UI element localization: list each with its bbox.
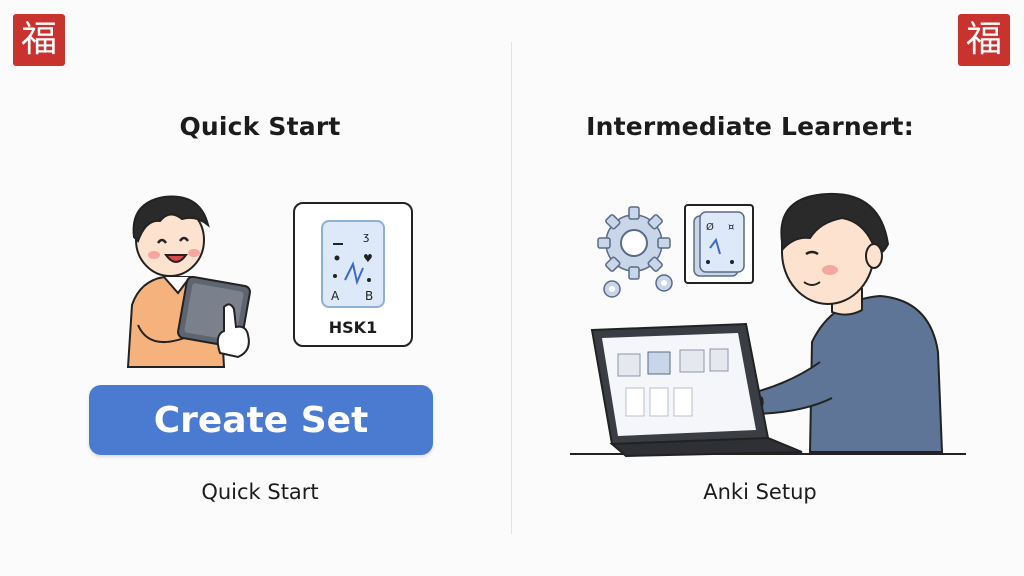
anki-setup-caption: Anki Setup [703, 480, 817, 504]
create-set-button[interactable]: Create Set [89, 385, 433, 455]
child-with-tablet-illustration [126, 195, 251, 368]
svg-text:Ø: Ø [706, 221, 714, 233]
flashcard-icon: Ø ¤ [684, 204, 754, 284]
quick-start-caption: Quick Start [201, 480, 319, 504]
hsk1-label: HSK1 [328, 318, 378, 337]
hsk1-deck-card[interactable]: ʒ ♥ A B HSK1 [293, 202, 413, 347]
svg-text:B: B [365, 289, 373, 303]
fu-seal-icon: 福 [958, 14, 1010, 66]
flashcard-icon: ʒ ♥ A B [321, 220, 385, 308]
svg-text:¤: ¤ [728, 222, 734, 233]
fu-seal-icon: 福 [13, 14, 65, 66]
intermediate-learner-heading: Intermediate Learnert: [586, 112, 914, 141]
laptop-icon [590, 322, 803, 458]
svg-text:♥: ♥ [363, 252, 373, 265]
svg-text:A: A [331, 289, 340, 303]
learner-with-laptop-illustration [570, 192, 966, 458]
svg-text:ʒ: ʒ [363, 230, 369, 243]
quick-start-heading: Quick Start [179, 112, 341, 141]
panel-divider [511, 42, 512, 534]
gear-icon [597, 206, 673, 298]
